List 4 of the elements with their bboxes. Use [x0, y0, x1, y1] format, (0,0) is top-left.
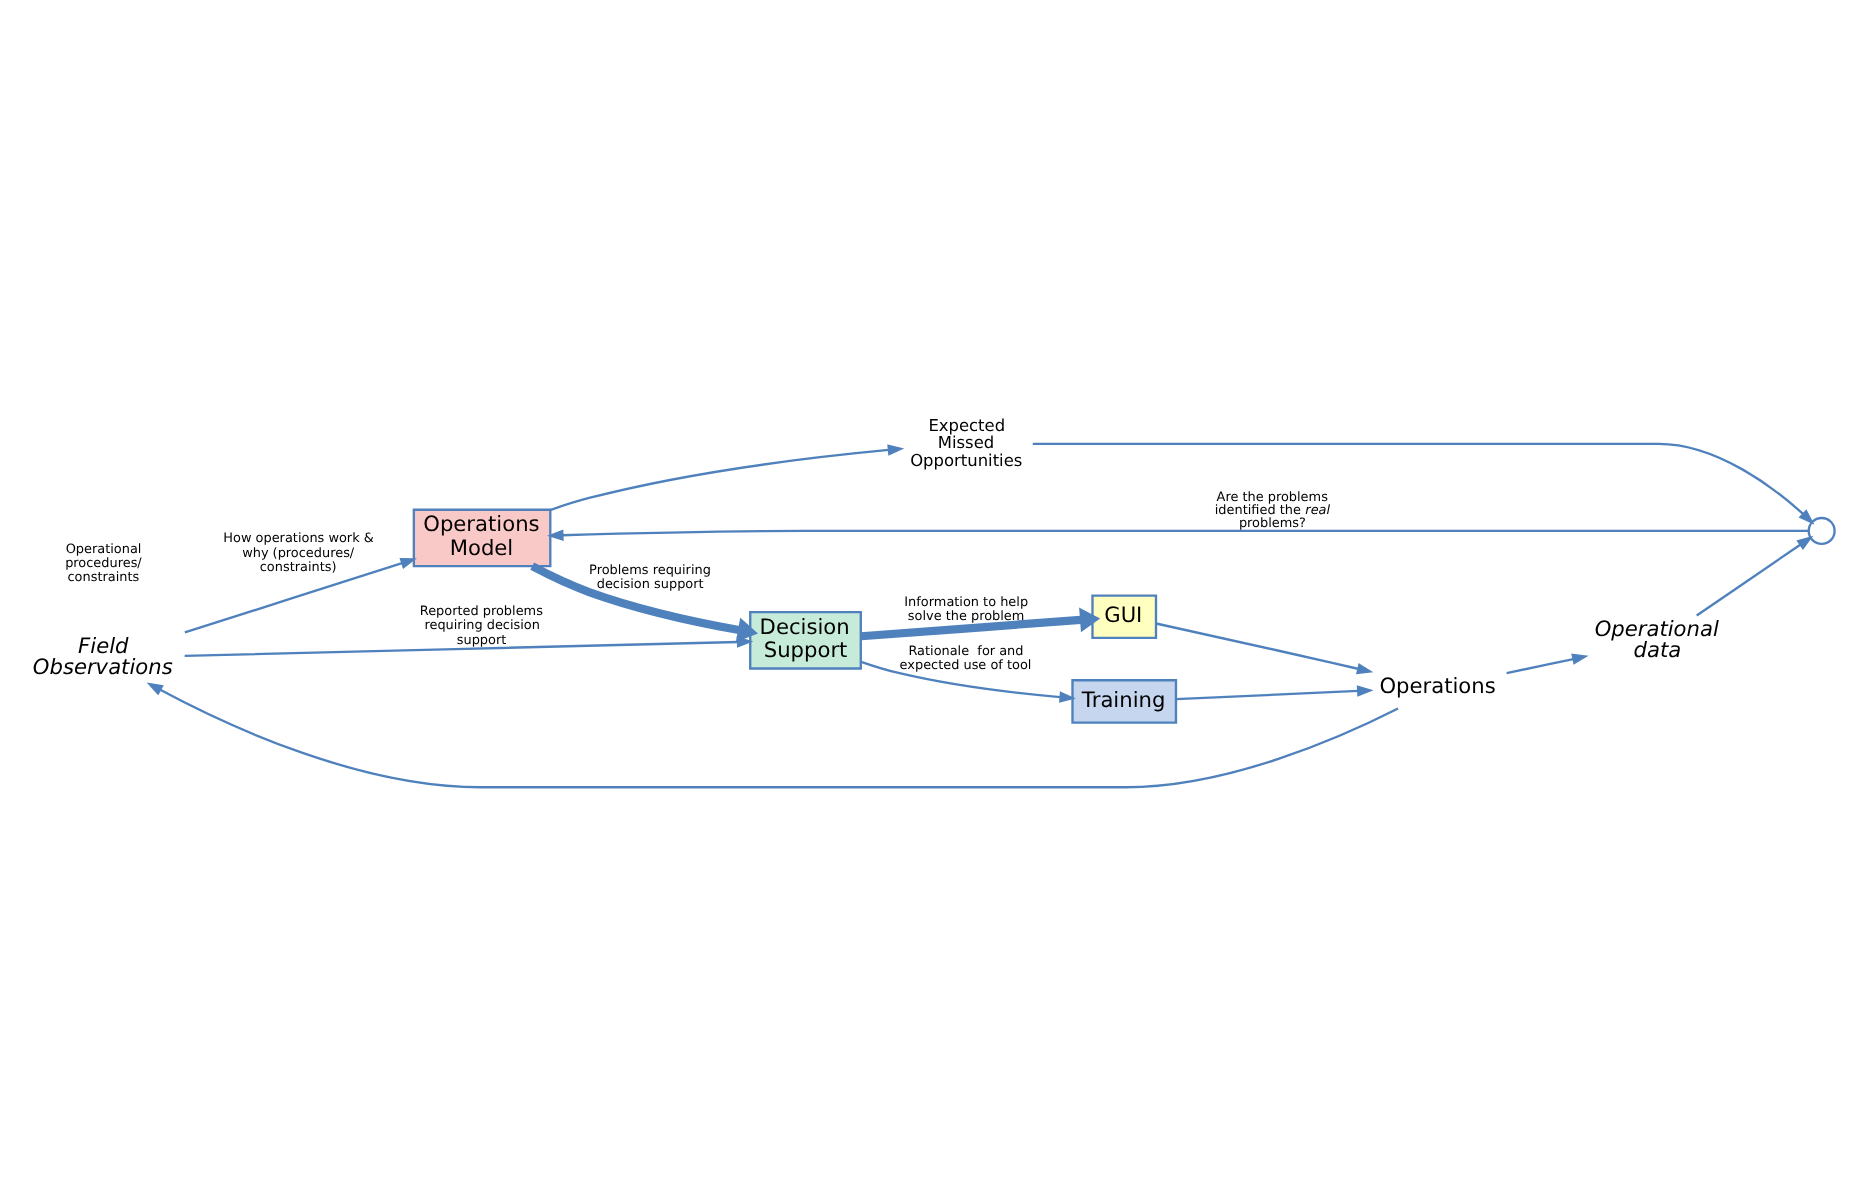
node-text: Field Observations — [32, 633, 173, 679]
node-text: Operational data — [1594, 617, 1719, 663]
node-text: Operations — [1379, 673, 1496, 698]
node-text: Expected Missed Opportunities — [910, 413, 1023, 469]
